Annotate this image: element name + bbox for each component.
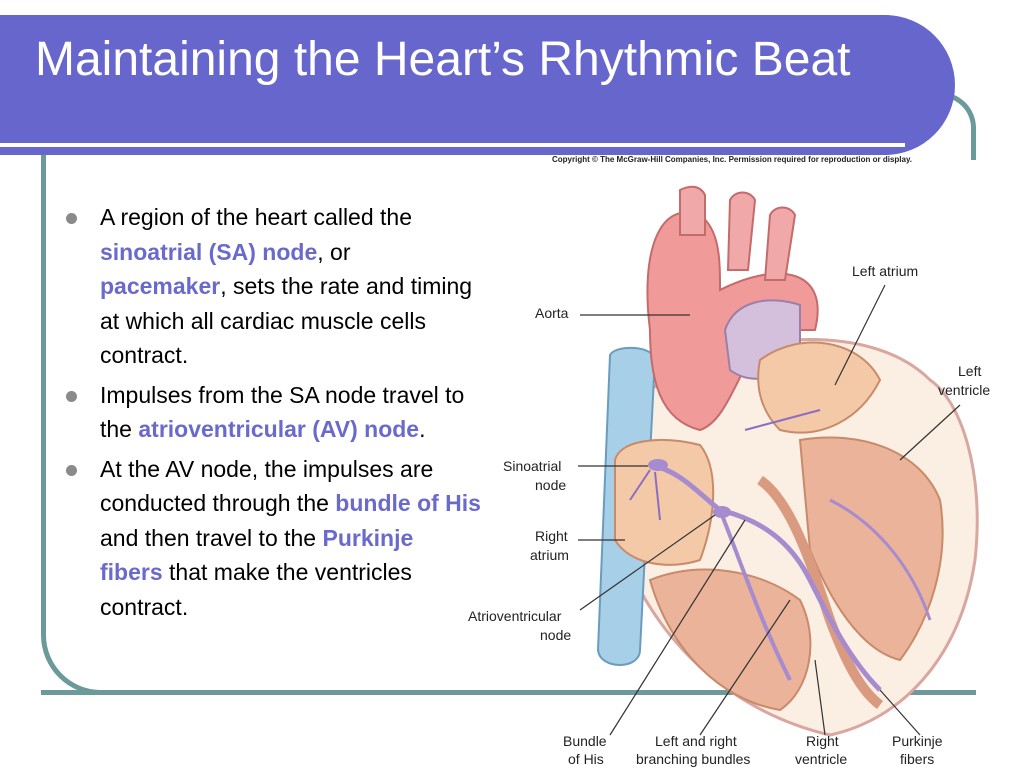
bullet-dot-icon	[66, 390, 77, 402]
label-bundle-of-his: Bundle	[563, 733, 607, 749]
bullet-item: A region of the heart called the sinoatr…	[62, 200, 482, 373]
heart-conduction-diagram: Left atrium Aorta Left ventricle Sinoatr…	[468, 185, 990, 767]
label-left-atrium: Left atrium	[852, 263, 918, 279]
label-right-atrium: Right	[535, 528, 568, 544]
conduction-path	[718, 509, 792, 681]
term-purkinje-fibers: Purkinje fibers	[100, 524, 414, 586]
title-bar: Maintaining the Heart’s Rhythmic Beat	[0, 15, 955, 155]
label-left-ventricle: ventricle	[938, 382, 990, 398]
label-branching-bundles: Left and right	[655, 733, 737, 749]
conduction-path	[829, 498, 932, 621]
slide-frame	[41, 150, 976, 695]
bullet-dot-icon	[66, 464, 77, 476]
leader-lines	[578, 284, 961, 736]
label-left-ventricle: Left	[958, 363, 981, 379]
bullet-dot-icon	[66, 213, 77, 224]
label-bundle-of-his: of His	[568, 751, 604, 767]
right-atrium	[614, 439, 715, 566]
slide-title: Maintaining the Heart’s Rhythmic Beat	[35, 33, 851, 86]
aorta-branch	[679, 185, 706, 236]
label-branching-bundles: branching bundles	[636, 751, 750, 767]
term-bundle-of-his: bundle of His	[335, 490, 481, 516]
sa-node-marker	[648, 459, 668, 471]
left-ventricle	[798, 436, 944, 662]
right-ventricle	[648, 568, 812, 712]
conduction-path	[649, 462, 882, 692]
label-av-node: node	[540, 627, 571, 643]
bullet-item: Impulses from the SA node travel to the …	[62, 378, 482, 447]
label-sa-node: Sinoatrial	[503, 458, 561, 474]
aorta-branch	[726, 191, 757, 271]
label-sa-node: node	[535, 477, 566, 493]
slide-frame-bottom	[41, 690, 466, 695]
copyright-notice: Copyright © The McGraw-Hill Companies, I…	[552, 155, 913, 164]
label-right-atrium: atrium	[530, 547, 569, 563]
impulse-arrow	[744, 409, 821, 431]
term-pacemaker: pacemaker	[100, 273, 221, 299]
label-right-ventricle: Right	[806, 733, 839, 749]
impulse-arrow	[654, 471, 661, 521]
av-node-marker	[713, 506, 731, 518]
label-purkinje-fibers: fibers	[900, 751, 934, 767]
impulse-arrow	[629, 469, 651, 501]
bullet-item: At the AV node, the impulses are conduct…	[62, 452, 482, 625]
bullet-list: A region of the heart called the sinoatr…	[62, 200, 482, 629]
term-av-node: atrioventricular (AV) node	[138, 416, 420, 442]
label-av-node: Atrioventricular	[468, 608, 562, 624]
left-atrium	[757, 341, 882, 434]
label-aorta: Aorta	[535, 305, 569, 321]
title-underline	[0, 143, 905, 147]
label-purkinje-fibers: Purkinje	[892, 733, 943, 749]
aorta-branch	[763, 206, 797, 281]
label-right-ventricle: ventricle	[795, 751, 847, 767]
term-sa-node: sinoatrial (SA) node	[100, 238, 318, 265]
